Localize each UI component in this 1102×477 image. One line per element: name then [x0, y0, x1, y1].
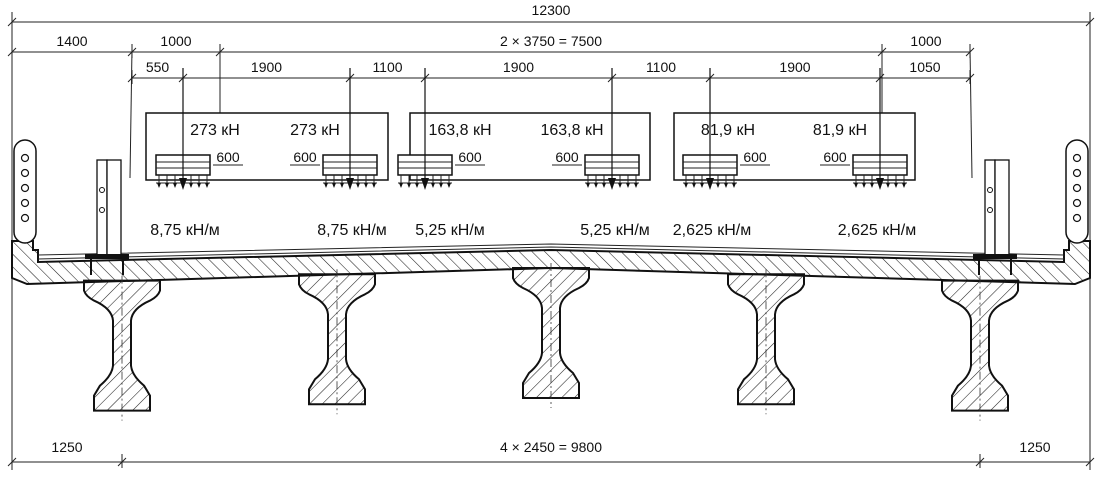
barrier-base-plate: [973, 254, 1017, 259]
railing-hole: [20, 183, 30, 193]
distributed-load-label: 2,625 кН/м: [673, 222, 751, 239]
deck-slab: [11, 240, 1091, 286]
dimension-label: 1000: [160, 33, 191, 49]
superstructure: [11, 139, 1091, 421]
dimension-label: 1250: [1019, 439, 1050, 455]
lane-tandem-box: [145, 112, 389, 181]
arrow-head-icon: [608, 178, 616, 190]
axle-load-label: 163,8 кН: [540, 122, 603, 139]
extension-line: [969, 47, 973, 179]
load-scheme: [145, 68, 916, 190]
dimension-label: 1900: [251, 59, 282, 75]
dimension-label: 1050: [909, 59, 940, 75]
railing-hole: [20, 213, 30, 223]
railing-hole: [1072, 213, 1082, 223]
arrow-head-icon: [421, 178, 429, 190]
dimension-label: 1100: [372, 59, 402, 75]
overall-width-label: 12300: [532, 2, 571, 18]
distributed-load-label: 2,625 кН/м: [838, 222, 916, 239]
wheel-width-label: 600: [293, 149, 317, 165]
wheel-width-label: 600: [458, 149, 482, 165]
dimension-label: 4 × 2450 = 9800: [500, 439, 602, 455]
railing-hole: [1072, 183, 1082, 193]
dimension-label: 1100: [646, 59, 676, 75]
dimension-label: 1000: [910, 33, 941, 49]
dimension-label: 1400: [56, 33, 87, 49]
axle-load-label: 81,9 кН: [701, 122, 755, 139]
dimension-label: 550: [146, 59, 170, 75]
barrier-beam: [994, 159, 1010, 256]
dimension-lines: [7, 12, 1095, 470]
railing-hole: [1072, 168, 1082, 178]
wheel-width-label: 600: [823, 149, 847, 165]
lane-tandem-box: [673, 112, 916, 181]
distributed-load-label: 5,25 кН/м: [415, 222, 485, 239]
axle-load-label: 273 кН: [290, 122, 340, 139]
dimension-label: 1900: [503, 59, 534, 75]
railing-hole: [20, 168, 30, 178]
dimension-label: 1250: [51, 439, 82, 455]
railing-hole: [20, 198, 30, 208]
wearing-layer: [37, 243, 1065, 256]
dimension-label: 1900: [779, 59, 810, 75]
wearing-layer-line: [37, 246, 1065, 260]
railing-hole: [20, 153, 30, 163]
axle-load-label: 273 кН: [190, 122, 240, 139]
railing-hole: [1072, 198, 1082, 208]
wheel-width-label: 600: [555, 149, 579, 165]
arrow-head-icon: [876, 178, 884, 190]
barrier-beam: [106, 159, 122, 256]
arrow-head-icon: [179, 178, 187, 190]
arrow-head-icon: [346, 178, 354, 190]
lane-tandem-box: [409, 112, 651, 181]
distributed-load-label: 8,75 кН/м: [317, 222, 387, 239]
barrier-base-plate: [85, 254, 129, 259]
railing-hole: [1072, 153, 1082, 163]
distributed-load-label: 8,75 кН/м: [150, 222, 220, 239]
dimension-label: 2 × 3750 = 7500: [500, 33, 602, 49]
extension-line: [129, 47, 133, 179]
distributed-load-label: 5,25 кН/м: [580, 222, 650, 239]
axle-load-label: 81,9 кН: [813, 122, 867, 139]
arrow-head-icon: [706, 178, 714, 190]
axle-load-label: 163,8 кН: [428, 122, 491, 139]
wheel-width-label: 600: [216, 149, 240, 165]
wheel-width-label: 600: [743, 149, 767, 165]
